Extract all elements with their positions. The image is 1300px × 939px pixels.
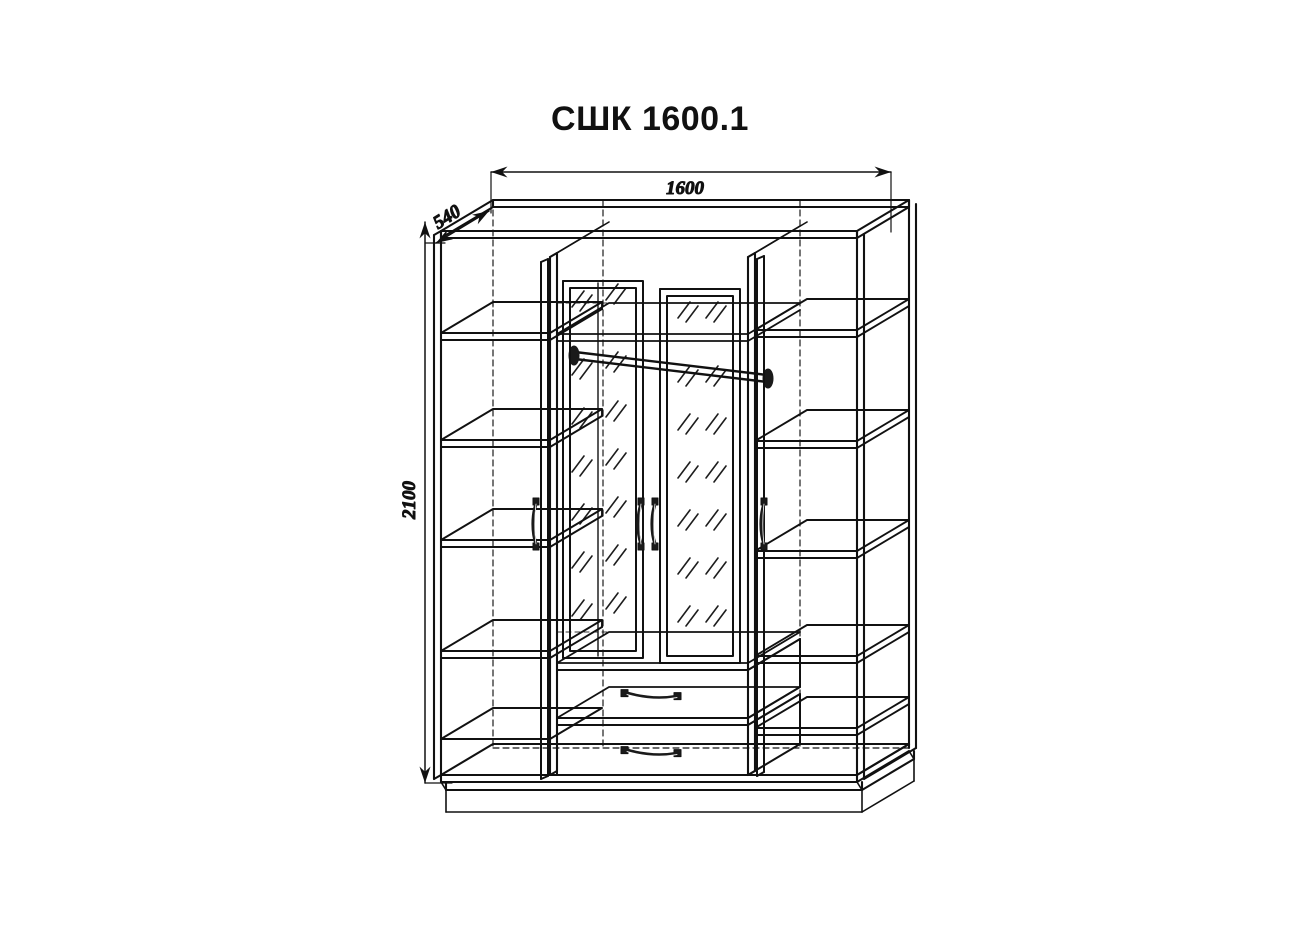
page-title: СШК 1600.1 [551, 100, 749, 138]
hidden-edges [440, 199, 910, 776]
drawer-upper-handle[interactable] [619, 688, 683, 702]
shelf-right-1 [754, 298, 910, 338]
hanging-rail [568, 345, 774, 389]
mirror-hatch-left [571, 283, 627, 621]
drawer-lower-handle[interactable] [619, 745, 683, 759]
door-left-handle[interactable] [531, 496, 541, 552]
centre-top-shelf [556, 302, 801, 342]
mirror-hatch-right [677, 301, 727, 627]
shelf-right-5 [754, 696, 910, 736]
door-left[interactable] [540, 258, 549, 780]
shelf-left-3 [440, 508, 603, 548]
vertical-dividers [548, 221, 808, 777]
construction-lines [492, 298, 910, 633]
shelf-left-1 [440, 301, 603, 341]
right-section-shelves [754, 298, 910, 736]
shelf-left-2 [440, 408, 603, 448]
shelf-right-2 [754, 409, 910, 449]
left-section-shelves [440, 301, 603, 745]
top-panel [439, 198, 911, 240]
shelf-left-5 [440, 707, 603, 745]
mirror-panel-right [659, 288, 741, 664]
shelf-left-4 [440, 619, 603, 659]
dimension-width-label: 1600 [666, 178, 705, 199]
door-center-right[interactable] [659, 288, 741, 664]
door-right[interactable] [756, 255, 765, 777]
dimension-lines [419, 166, 892, 784]
left-side-panel [432, 229, 443, 781]
right-side-panel [855, 198, 918, 781]
shelf-right-3 [754, 519, 910, 559]
shelf-right-4 [754, 624, 910, 664]
dimension-height-label: 2100 [399, 481, 420, 521]
bottom-panel-and-plinth [439, 742, 916, 813]
door-center-right-handle[interactable] [650, 496, 660, 552]
